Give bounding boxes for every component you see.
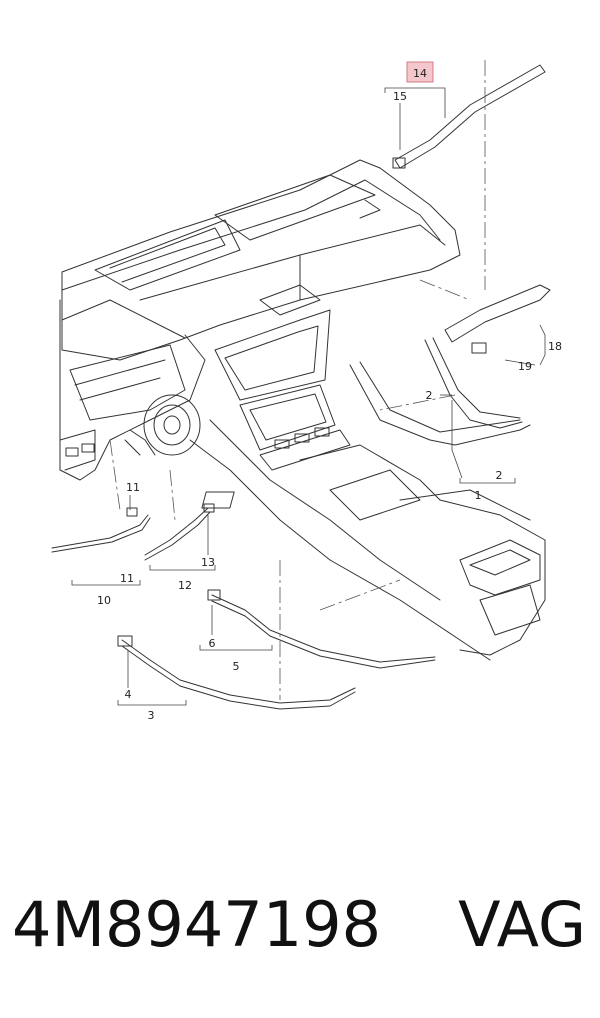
callout-6: 6 xyxy=(209,637,216,650)
callout-2-lower: 2 xyxy=(496,469,503,482)
callout-1: 1 xyxy=(475,489,482,502)
callout-4: 4 xyxy=(125,688,132,701)
footer: 4M8947198 VAG xyxy=(0,880,600,990)
callout-19: 19 xyxy=(518,360,532,373)
callout-12: 12 xyxy=(178,579,192,592)
parts-diagram: 14 15 18 19 2 2 1 11 11 10 13 12 6 5 4 3 xyxy=(51,60,562,722)
part-number: 4M8947198 xyxy=(12,888,382,961)
callout-11-upper: 11 xyxy=(126,481,140,494)
callout-11-lower: 11 xyxy=(120,572,134,585)
dashboard-drawing xyxy=(51,64,551,710)
brand-label: VAG xyxy=(458,888,586,961)
highlight-box xyxy=(406,61,434,83)
callout-3: 3 xyxy=(148,709,155,722)
callout-15: 15 xyxy=(393,90,407,103)
callout-5: 5 xyxy=(233,660,240,673)
callout-14: 14 xyxy=(413,67,427,80)
callout-2-upper: 2 xyxy=(426,389,433,402)
callout-brackets xyxy=(71,87,546,706)
callout-18: 18 xyxy=(548,340,562,353)
callout-10: 10 xyxy=(97,594,111,607)
callout-13: 13 xyxy=(201,556,215,569)
dash-lines xyxy=(109,60,486,700)
